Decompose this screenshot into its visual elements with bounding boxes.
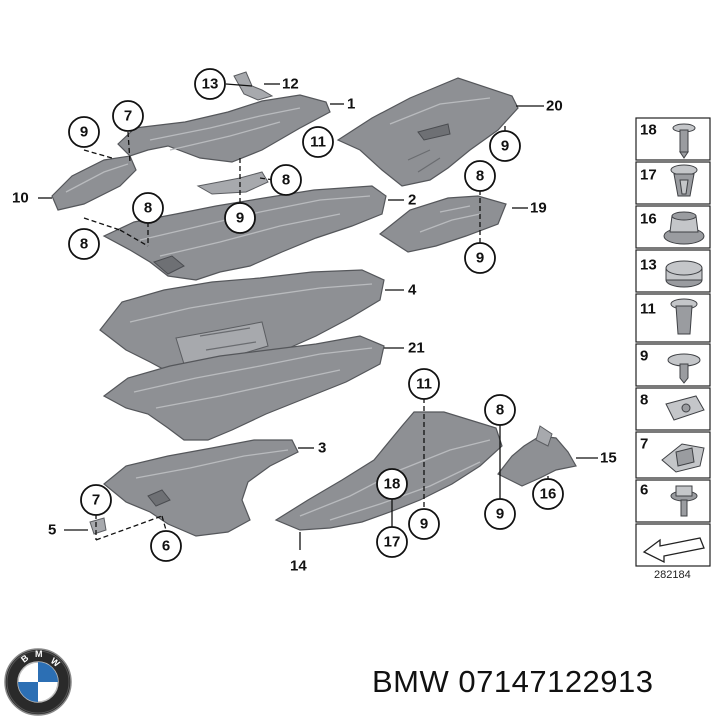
direction-arrow-icon <box>642 537 705 564</box>
callout-8-top-center: 8 <box>270 164 302 196</box>
callout-21: 21 <box>408 340 425 357</box>
svg-text:9: 9 <box>640 348 648 365</box>
legend-item-arrow <box>635 523 711 567</box>
diagram-code: 282184 <box>654 569 691 581</box>
legend-item-11: 11 <box>635 293 711 343</box>
svg-text:8: 8 <box>80 236 88 253</box>
part-15-bracket <box>497 425 577 487</box>
svg-text:8: 8 <box>282 172 290 189</box>
bmw-logo: B M W <box>4 648 72 716</box>
callout-13: 13 <box>194 68 226 100</box>
clip-nut-icon <box>665 395 705 421</box>
callout-11-lower: 11 <box>408 368 440 400</box>
callout-8-far-left: 8 <box>68 228 100 260</box>
callout-3: 3 <box>318 440 326 457</box>
legend-item-17: 17 <box>635 161 711 205</box>
expanding-rivet-icon <box>670 164 698 197</box>
hex-nut-icon <box>663 211 705 245</box>
blind-rivet-nut-icon <box>670 298 698 335</box>
svg-text:18: 18 <box>640 122 657 139</box>
svg-text:8: 8 <box>496 402 504 419</box>
svg-text:9: 9 <box>236 210 244 227</box>
callout-19: 19 <box>530 200 547 217</box>
svg-text:16: 16 <box>640 211 657 228</box>
part-20-rear-panel <box>336 77 519 187</box>
svg-text:7: 7 <box>124 108 132 125</box>
svg-text:8: 8 <box>640 392 648 409</box>
callout-7-bottom: 7 <box>80 484 112 516</box>
push-rivet-icon <box>667 353 701 384</box>
leader-lines <box>38 83 598 550</box>
callout-9-top-left: 9 <box>68 116 100 148</box>
legend-item-6: 6 <box>635 479 711 523</box>
svg-text:6: 6 <box>640 482 648 499</box>
callout-11-top: 11 <box>302 126 334 158</box>
callout-14: 14 <box>290 558 307 575</box>
legend-item-18: 18 <box>635 117 711 161</box>
svg-text:13: 13 <box>640 257 657 274</box>
legend-item-8: 8 <box>635 387 711 431</box>
callout-2: 2 <box>408 192 416 209</box>
svg-text:B: B <box>19 652 31 664</box>
part-bracket-center <box>196 171 269 195</box>
callout-10: 10 <box>12 190 29 207</box>
svg-text:17: 17 <box>384 534 401 551</box>
svg-text:8: 8 <box>144 200 152 217</box>
svg-text:8: 8 <box>476 168 484 185</box>
callout-6: 6 <box>150 530 182 562</box>
svg-text:6: 6 <box>162 538 170 555</box>
spring-clip-icon <box>661 443 705 473</box>
callout-8-right-panel: 8 <box>464 160 496 192</box>
part-1-front-underbody-panel <box>117 94 331 163</box>
part-10-side-cover <box>51 155 137 211</box>
part-3-front-lower-panel <box>103 439 299 537</box>
svg-text:M: M <box>35 649 43 659</box>
svg-text:11: 11 <box>310 134 326 151</box>
callout-9-right-panel: 9 <box>464 242 496 274</box>
svg-text:11: 11 <box>416 376 432 393</box>
callout-1: 1 <box>347 96 355 113</box>
callout-12: 12 <box>282 76 299 93</box>
fastener-legend: 18 17 16 <box>635 117 711 581</box>
callout-9-bottom-center: 9 <box>408 508 440 540</box>
svg-text:17: 17 <box>640 167 657 184</box>
svg-text:11: 11 <box>640 301 656 318</box>
svg-text:13: 13 <box>202 76 219 93</box>
svg-text:9: 9 <box>496 506 504 523</box>
part-12-bracket <box>233 71 274 101</box>
collar-screw-icon <box>670 485 698 517</box>
svg-text:16: 16 <box>540 486 557 503</box>
svg-text:7: 7 <box>640 436 648 453</box>
svg-text:9: 9 <box>501 138 509 155</box>
svg-text:18: 18 <box>384 476 401 493</box>
legend-item-16: 16 <box>635 205 711 249</box>
svg-text:9: 9 <box>420 516 428 533</box>
svg-text:9: 9 <box>80 124 88 141</box>
callout-20: 20 <box>546 98 563 115</box>
screw-icon <box>672 123 696 159</box>
callout-8-left: 8 <box>132 192 164 224</box>
callout-15: 15 <box>600 450 617 467</box>
part-5-clip <box>89 517 107 535</box>
part-number-caption: BMW 07147122913 <box>372 664 654 699</box>
legend-item-7: 7 <box>635 431 711 479</box>
legend-item-9: 9 <box>635 343 711 387</box>
callout-7-top: 7 <box>112 100 144 132</box>
callout-16: 16 <box>532 478 564 510</box>
plug-icon <box>665 260 703 288</box>
svg-text:7: 7 <box>92 492 100 509</box>
svg-text:9: 9 <box>476 250 484 267</box>
part-21-lower-underbody-panel <box>102 335 385 441</box>
callout-9-bottom-right: 9 <box>484 498 516 530</box>
callout-8-lower-right: 8 <box>484 394 516 426</box>
callout-17: 17 <box>376 526 408 558</box>
callout-5: 5 <box>48 522 56 539</box>
callout-4: 4 <box>408 282 417 299</box>
part-19-heat-shield <box>378 195 507 253</box>
callout-18: 18 <box>376 468 408 500</box>
legend-item-13: 13 <box>635 249 711 293</box>
callout-9-center: 9 <box>224 202 256 234</box>
callout-9-right-top: 9 <box>489 130 521 162</box>
